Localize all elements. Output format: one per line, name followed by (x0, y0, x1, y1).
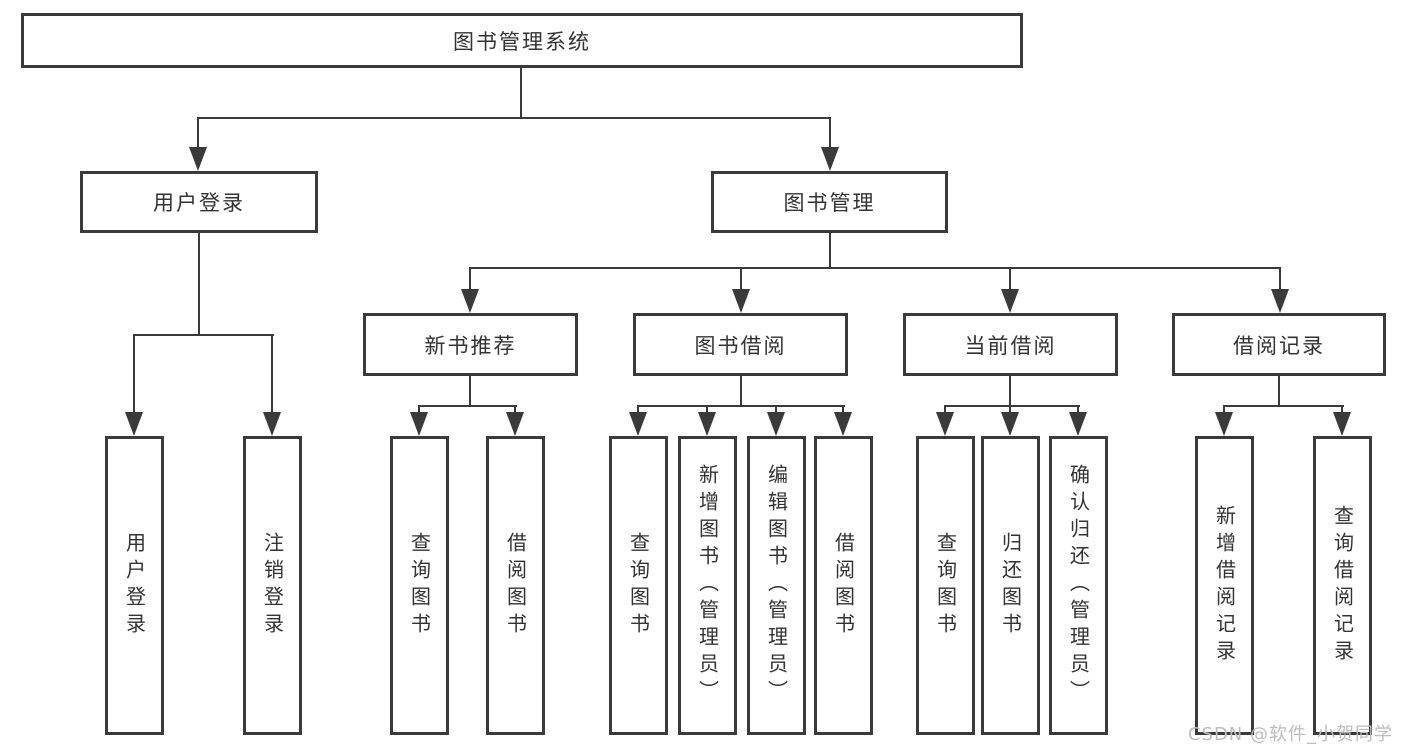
node-book-management: 图书管理 (711, 171, 948, 233)
node-user-login: 用户登录 (80, 171, 318, 233)
node-borrowing-records: 借阅记录 (1172, 313, 1386, 376)
leaf-edit-book-admin-label: 编辑图书（管理员） (764, 464, 789, 707)
leaf-return-book: 归还图书 (981, 436, 1040, 735)
arrowhead-down (834, 412, 852, 436)
connector-hline (418, 405, 517, 407)
connector-vline (829, 231, 831, 269)
leaf-add-book-admin-label: 新增图书（管理员） (695, 464, 720, 707)
connector-vline (1223, 405, 1225, 416)
connector-hline (944, 405, 1080, 407)
arrowhead-down (461, 289, 479, 313)
connector-vline (1278, 374, 1280, 407)
connector-vline (271, 334, 273, 416)
leaf-return-book-label: 归还图书 (998, 531, 1023, 640)
node-new-book-recommendation: 新书推荐 (363, 313, 578, 376)
arrowhead-down (125, 412, 143, 436)
arrowhead-down (767, 412, 785, 436)
connector-vline (1009, 374, 1011, 407)
connector-vline (829, 117, 831, 151)
node-book-borrowing-label: 图书借阅 (694, 333, 787, 358)
connector-vline (944, 405, 946, 416)
leaf-add-book-admin: 新增图书（管理员） (678, 436, 737, 735)
node-current-borrowing: 当前借阅 (903, 313, 1118, 376)
arrowhead-down (936, 412, 954, 436)
node-current-borrowing-label: 当前借阅 (964, 333, 1057, 358)
node-new-book-recommendation-label: 新书推荐 (424, 333, 517, 358)
connector-vline (418, 405, 420, 416)
arrowhead-down (263, 412, 281, 436)
node-book-management-label: 图书管理 (783, 191, 876, 215)
connector-hline (133, 334, 274, 336)
leaf-borrow-books-borrowing-label: 借阅图书 (831, 531, 856, 640)
connector-vline (637, 405, 639, 416)
connector-vline (740, 374, 742, 407)
connector-vline (1279, 267, 1281, 293)
leaf-borrow-books-recommend-label: 借阅图书 (503, 531, 528, 640)
connector-vline (1009, 405, 1011, 416)
node-borrowing-records-label: 借阅记录 (1233, 333, 1325, 358)
arrowhead-down (629, 412, 647, 436)
node-book-borrowing: 图书借阅 (633, 313, 848, 376)
node-library-system: 图书管理系统 (21, 13, 1023, 68)
leaf-add-borrow-record-label: 新增借阅记录 (1212, 504, 1237, 667)
arrowhead-down (189, 147, 207, 171)
arrowhead-down (1215, 412, 1233, 436)
leaf-add-borrow-record: 新增借阅记录 (1195, 436, 1254, 735)
connector-hline (637, 405, 845, 407)
leaf-query-borrow-record: 查询借阅记录 (1313, 436, 1372, 735)
arrowhead-down (1333, 412, 1351, 436)
connector-vline (1341, 405, 1343, 416)
arrowhead-down (821, 147, 839, 171)
arrowhead-down (732, 289, 750, 313)
connector-hline (1223, 405, 1344, 407)
leaf-borrow-books-recommend: 借阅图书 (486, 436, 545, 735)
leaf-edit-book-admin: 编辑图书（管理员） (747, 436, 806, 735)
connector-vline (775, 405, 777, 416)
connector-hline (469, 267, 1281, 269)
arrowhead-down (1001, 289, 1019, 313)
leaf-confirm-return-admin-label: 确认归还（管理员） (1066, 464, 1091, 707)
leaf-query-books-borrowing: 查询图书 (609, 436, 668, 735)
connector-vline (133, 334, 135, 416)
arrowhead-down (506, 412, 524, 436)
connector-vline (514, 405, 516, 416)
node-library-system-label: 图书管理系统 (453, 29, 591, 54)
connector-vline (469, 267, 471, 293)
leaf-confirm-return-admin: 确认归还（管理员） (1049, 436, 1108, 735)
arrowhead-down (1271, 289, 1289, 313)
leaf-query-books-current: 查询图书 (916, 436, 975, 735)
connector-vline (197, 117, 199, 151)
leaf-user-login-label: 用户登录 (122, 531, 147, 640)
leaf-query-borrow-record-label: 查询借阅记录 (1330, 504, 1355, 667)
leaf-query-books-current-label: 查询图书 (933, 531, 958, 640)
leaf-logout-label: 注销登录 (260, 531, 285, 640)
connector-vline (706, 405, 708, 416)
connector-hline (197, 117, 831, 119)
csdn-watermark: CSDN @软件_小贺同学 (1187, 724, 1393, 745)
arrowhead-down (1069, 412, 1087, 436)
connector-vline (520, 66, 522, 118)
arrowhead-down (410, 412, 428, 436)
connector-vline (1009, 267, 1011, 293)
connector-vline (740, 267, 742, 293)
leaf-query-books-borrowing-label: 查询图书 (626, 531, 651, 640)
arrowhead-down (698, 412, 716, 436)
node-user-login-label: 用户登录 (153, 191, 245, 215)
leaf-query-books-recommend: 查询图书 (390, 436, 449, 735)
leaf-user-login: 用户登录 (105, 436, 164, 735)
leaf-logout: 注销登录 (243, 436, 302, 735)
connector-vline (469, 374, 471, 407)
connector-vline (842, 405, 844, 416)
leaf-borrow-books-borrowing: 借阅图书 (814, 436, 873, 735)
connector-vline (1077, 405, 1079, 416)
leaf-query-books-recommend-label: 查询图书 (407, 531, 432, 640)
connector-vline (198, 231, 200, 336)
arrowhead-down (1001, 412, 1019, 436)
